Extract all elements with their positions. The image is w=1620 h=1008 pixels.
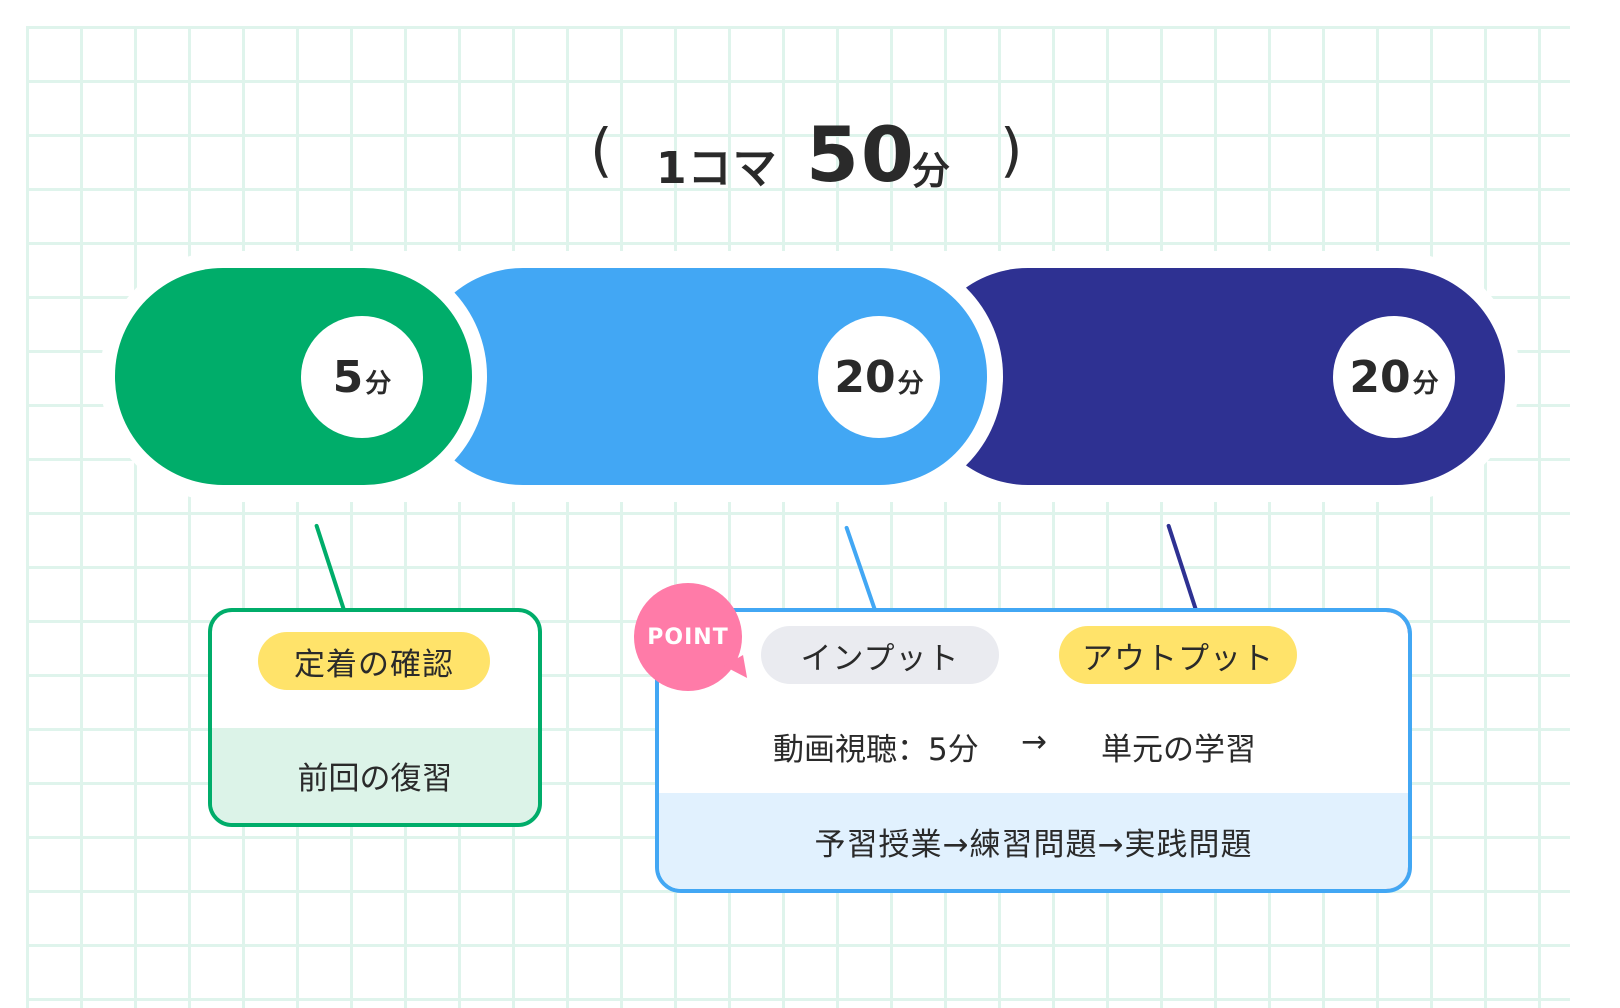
title-label: 1コマ: [656, 143, 778, 194]
review-box: 定着の確認 前回の復習: [208, 608, 542, 827]
output-detail: 単元の学習: [1101, 732, 1256, 768]
title-close-paren: ): [1000, 116, 1023, 184]
duration-unit: 分: [365, 368, 392, 399]
output-tag: アウトプット: [1059, 626, 1297, 684]
review-tag: 定着の確認: [258, 632, 490, 690]
duration-unit: 分: [1412, 368, 1439, 399]
duration-number: 20: [834, 351, 896, 403]
flow-arrow: →: [1021, 724, 1047, 760]
title-total-minutes: 50: [806, 110, 916, 199]
flow-row: 動画視聴：5分 → 単元の学習: [659, 724, 1408, 768]
duration-unit: 分: [897, 368, 924, 399]
point-badge: POINT: [634, 583, 755, 691]
input-tag: インプット: [761, 626, 999, 684]
point-box: インプット アウトプット 動画視聴：5分 → 単元の学習 予習授業→練習問題→実…: [655, 608, 1412, 893]
duration-number: 20: [1349, 351, 1411, 403]
point-badge-label: POINT: [647, 624, 729, 650]
duration-number: 5: [332, 351, 364, 403]
page-title: ( 1コマ 50 分 ): [0, 110, 1620, 200]
input-detail: 動画視聴：5分: [773, 732, 979, 768]
study-flow: 予習授業→練習問題→実践問題: [659, 793, 1408, 889]
review-description: 前回の復習: [212, 728, 538, 823]
title-open-paren: (: [590, 116, 613, 184]
title-unit: 分: [912, 149, 951, 193]
